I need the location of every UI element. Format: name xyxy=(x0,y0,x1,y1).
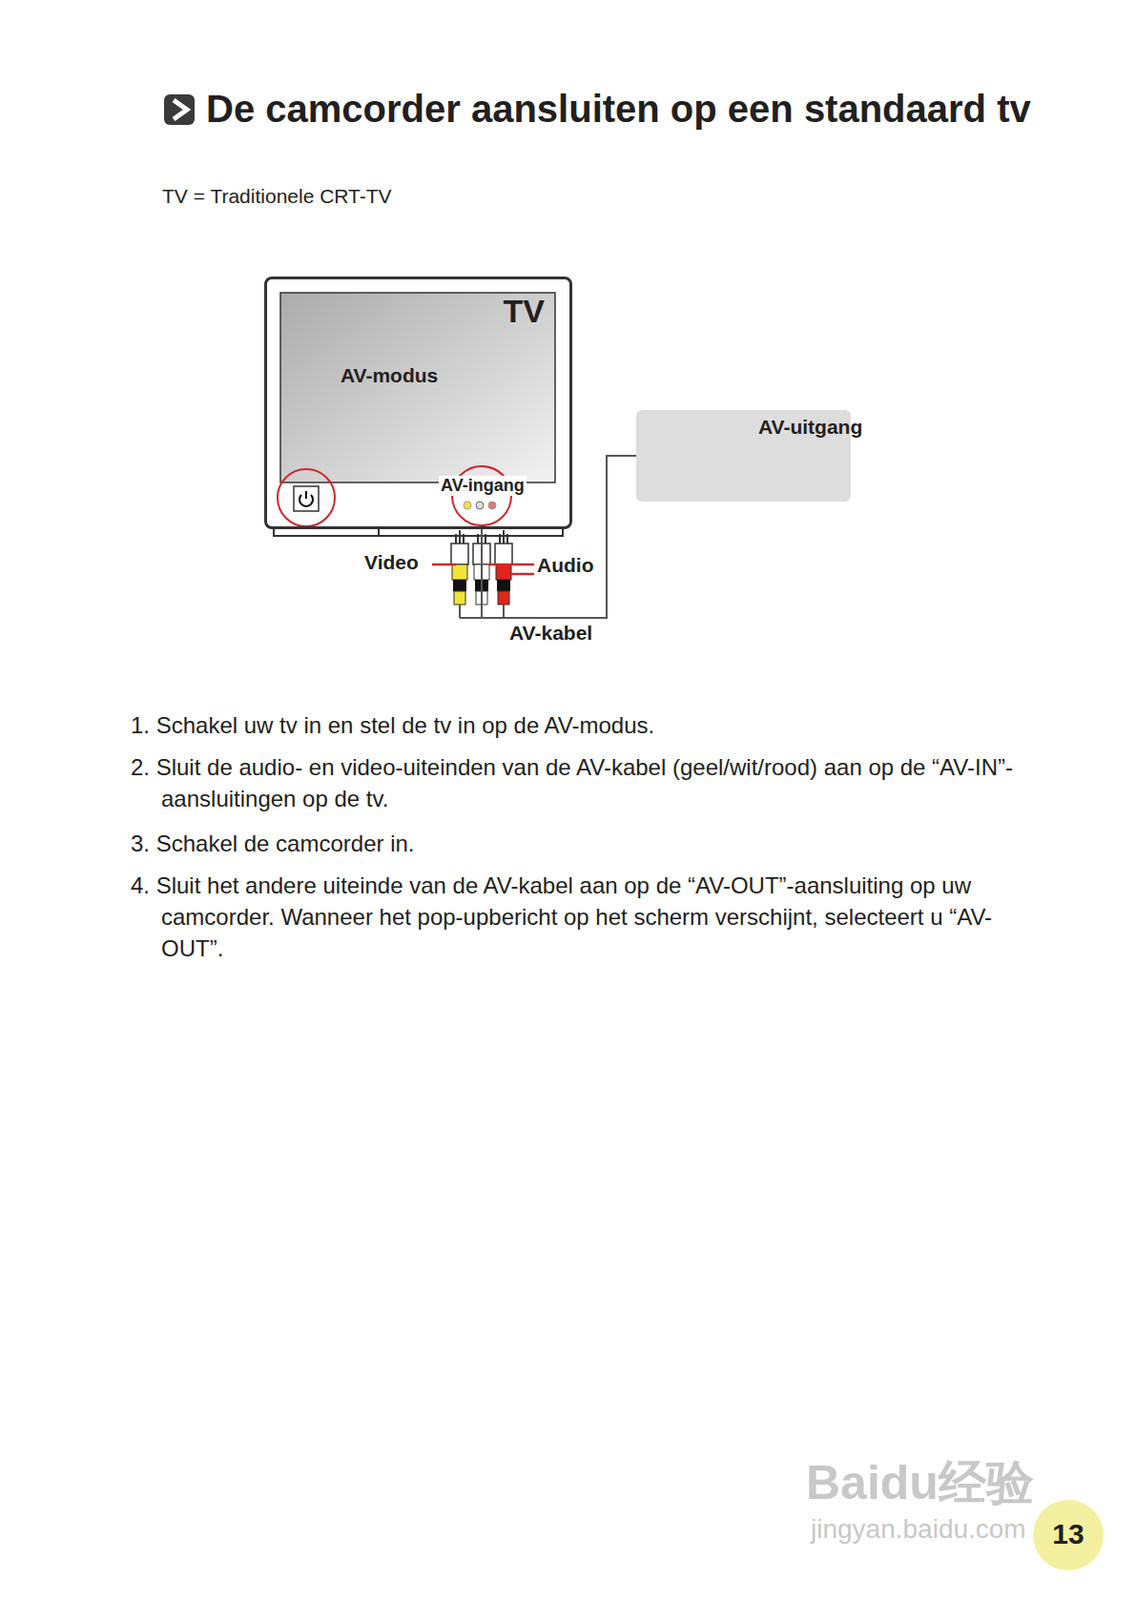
tv-stand xyxy=(273,529,563,537)
power-button xyxy=(277,469,335,527)
step-text: 1. Schakel uw tv in en stel de tv in op … xyxy=(130,709,1020,742)
page-number-text: 13 xyxy=(1032,1518,1104,1551)
page-number: 13 xyxy=(1032,1500,1104,1571)
camcorder-panel: AV-uitgang xyxy=(636,410,851,502)
output-label: AV-uitgang xyxy=(758,415,863,439)
tv-label: TV xyxy=(503,292,545,331)
subtitle-note: TV = Traditionele CRT-TV xyxy=(162,185,393,208)
tv-set: TV AV-modusAV-ingang xyxy=(264,276,573,530)
step-text: 4. Sluit het andere uiteinde van de AV-k… xyxy=(130,869,1001,965)
step-text: 2. Sluit de audio- en video-uiteinden va… xyxy=(130,751,1020,815)
screen-label: AV-modus xyxy=(340,364,438,388)
rca-plugs xyxy=(432,530,535,619)
video-label: Video xyxy=(364,551,419,575)
watermark-url: jingyan.baidu.com xyxy=(810,1514,1027,1546)
step-text: 3. Schakel de camcorder in. xyxy=(130,827,1020,860)
page-title: De camcorder aansluiten op een standaard… xyxy=(206,87,1032,131)
cable-label: AV-kabel xyxy=(509,621,593,645)
audio-label: Audio xyxy=(537,554,594,578)
watermark: Baidu经验 xyxy=(805,1451,1034,1516)
title-icon xyxy=(164,94,195,125)
tv-screen xyxy=(280,292,556,483)
input-label: AV-ingang xyxy=(438,475,527,496)
